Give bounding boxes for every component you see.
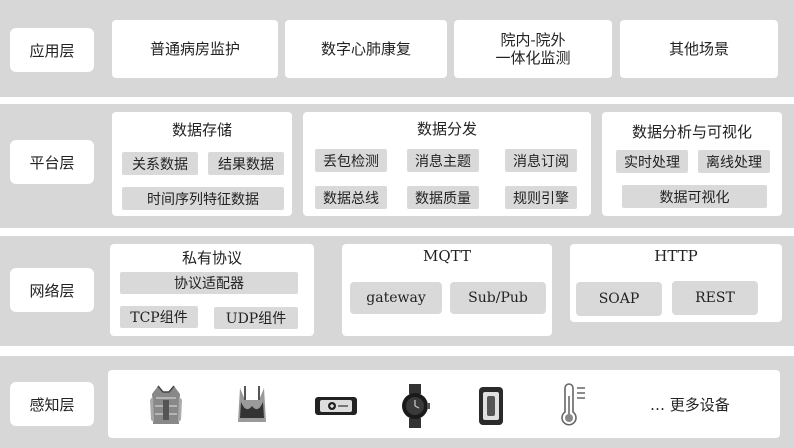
chip-data-bus: 数据总线 <box>315 186 387 209</box>
http-title: HTTP <box>654 247 698 265</box>
chip-timeseries-data: 时间序列特征数据 <box>122 187 284 210</box>
storage-box: 数据存储 关系数据 结果数据 时间序列特征数据 <box>112 112 292 216</box>
smartwatch-icon <box>402 384 430 428</box>
platform-layer-label: 平台层 <box>10 140 94 184</box>
network-layer-label: 网络层 <box>10 268 94 312</box>
tablet-device-icon <box>479 387 503 425</box>
patch-device-icon <box>315 397 357 415</box>
mqtt-subpub: Sub/Pub <box>450 282 546 314</box>
distribution-title: 数据分发 <box>416 120 477 138</box>
app-ward-monitoring: 普通病房监护 <box>112 20 278 78</box>
app-in-out-hospital-line1: 院内-院外 <box>500 31 566 49</box>
perception-layer-label: 感知层 <box>10 382 94 426</box>
chip-relational-data: 关系数据 <box>122 152 198 175</box>
app-ward-monitoring-label: 普通病房监护 <box>149 40 240 58</box>
storage-title: 数据存储 <box>171 121 232 139</box>
http-box: HTTP SOAP REST <box>570 244 782 322</box>
chip-message-subscription: 消息订阅 <box>505 149 577 172</box>
chip-data-visualization: 数据可视化 <box>622 185 767 208</box>
http-rest: REST <box>672 281 758 315</box>
chip-offline-processing: 离线处理 <box>698 150 770 173</box>
chip-packet-loss: 丢包检测 <box>315 149 387 172</box>
http-soap: SOAP <box>576 282 662 316</box>
app-other-scenarios-label: 其他场景 <box>668 40 729 58</box>
mqtt-box: MQTT gateway Sub/Pub <box>342 244 552 336</box>
chip-result-data: 结果数据 <box>208 152 284 175</box>
app-other-scenarios: 其他场景 <box>620 20 778 78</box>
app-cardiopulmonary-rehab: 数字心肺康复 <box>285 20 447 78</box>
chip-message-topic: 消息主题 <box>407 149 479 172</box>
application-layer-label: 应用层 <box>10 28 94 72</box>
private-protocol-title: 私有协议 <box>181 249 242 267</box>
private-protocol-box: 私有协议 协议适配器 TCP组件 UDP组件 <box>110 244 314 336</box>
mqtt-gateway: gateway <box>350 282 442 314</box>
chip-rules-engine: 规则引擎 <box>505 186 577 209</box>
analysis-title: 数据分析与可视化 <box>631 123 752 141</box>
analysis-box: 数据分析与可视化 实时处理 离线处理 数据可视化 <box>602 112 782 216</box>
vest-device-icon <box>150 385 182 424</box>
chip-protocol-adapter: 协议适配器 <box>120 272 298 294</box>
mqtt-title: MQTT <box>423 247 471 265</box>
chip-tcp-component: TCP组件 <box>120 306 198 328</box>
chip-udp-component: UDP组件 <box>214 307 298 329</box>
distribution-box: 数据分发 丢包检测 消息主题 消息订阅 数据总线 数据质量 规则引擎 <box>303 112 591 216</box>
more-devices-label: … 更多设备 <box>650 396 730 414</box>
chip-data-quality: 数据质量 <box>407 186 479 209</box>
app-in-out-hospital-line2: 一体化监测 <box>495 49 571 67</box>
app-in-out-hospital: 院内-院外 一体化监测 <box>454 20 612 78</box>
app-cardiopulmonary-rehab-label: 数字心肺康复 <box>320 40 411 58</box>
devices-box: … 更多设备 <box>108 370 780 438</box>
thermometer-icon <box>561 383 585 426</box>
bra-device-icon <box>238 386 266 422</box>
chip-realtime-processing: 实时处理 <box>616 150 688 173</box>
